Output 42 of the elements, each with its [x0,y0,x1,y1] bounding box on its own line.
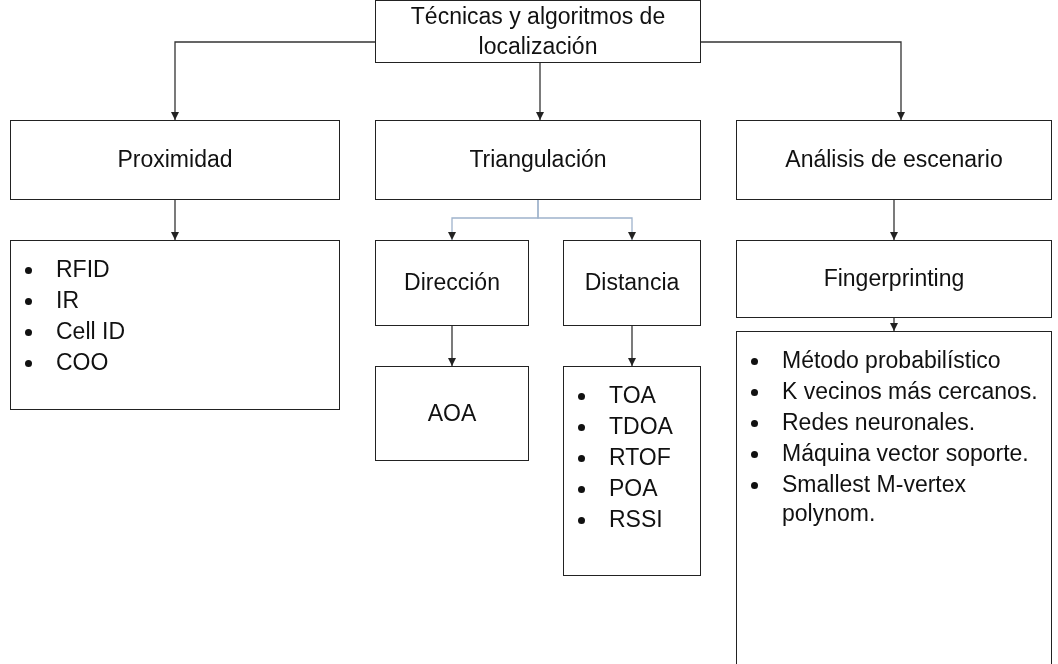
arrow [890,199,898,241]
box-label: Técnicas y algoritmos de localización [409,1,667,61]
list-box [736,331,1052,664]
process-box [375,120,701,200]
process-box [736,240,1052,318]
list-box [563,366,701,576]
list-item: Método probabilístico [782,346,1001,375]
list-item: TOA [609,381,656,410]
list-item: POA [609,473,658,503]
process-box [375,240,529,326]
list-item: Máquina vector soporte. [782,438,1029,468]
arrow [628,325,636,367]
box-label: Distancia [584,268,680,298]
list-item: TDOA [609,411,673,441]
list-item: Smallest M-vertex polynom. [782,469,968,529]
arrow [890,317,898,332]
arrow [171,41,376,121]
arrow [700,41,905,121]
process-box [563,240,701,326]
list-item: IR [56,285,79,315]
process-box [375,0,701,63]
process-box [736,120,1052,200]
list-item: RTOF [609,442,671,472]
list-item: Redes neuronales. [782,407,976,437]
arrow [171,199,179,241]
arrow [537,199,636,241]
process-box [10,120,340,200]
box-label: Proximidad [117,145,233,175]
list-item: COO [56,347,109,377]
arrow [448,325,456,367]
box-label: Triangulación [469,145,607,175]
box-label: Dirección [404,268,500,298]
box-label: AOA [427,398,477,428]
list-item: RFID [56,255,110,284]
list-item: Cell ID [56,316,125,346]
list-item: K vecinos más cercanos. [782,376,1038,406]
list-item: RSSI [609,504,663,534]
process-box [375,366,529,461]
box-label: Análisis de escenario [785,145,1003,175]
arrow [536,62,544,121]
box-label: Fingerprinting [823,264,965,294]
list-box [10,240,340,410]
